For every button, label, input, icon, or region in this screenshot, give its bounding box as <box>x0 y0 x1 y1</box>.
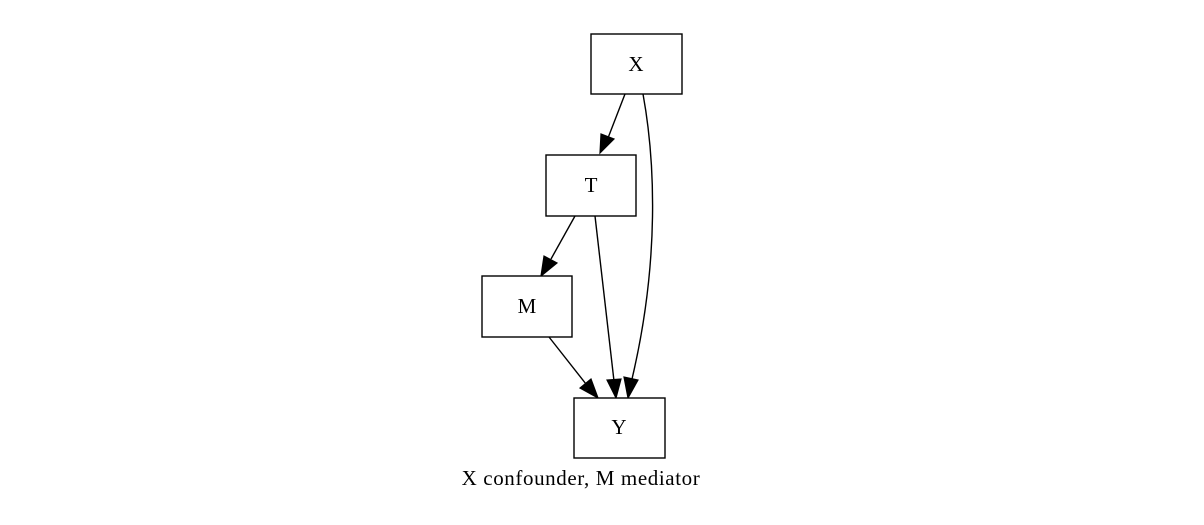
edge-x-to-y <box>623 93 654 400</box>
diagram-caption: X confounder, M mediator <box>462 466 701 490</box>
node-m: M <box>481 275 573 338</box>
edge-t-to-m <box>540 215 576 278</box>
node-y: Y <box>573 397 666 459</box>
edge-t-to-y <box>594 215 622 400</box>
node-t-label: T <box>585 173 598 197</box>
edge-m-to-y <box>548 336 600 400</box>
node-t: T <box>545 154 637 217</box>
node-m-label: M <box>518 294 537 318</box>
node-x: X <box>590 33 683 95</box>
node-y-label: Y <box>611 415 626 439</box>
node-x-label: X <box>628 52 643 76</box>
edge-x-to-t <box>599 93 626 155</box>
